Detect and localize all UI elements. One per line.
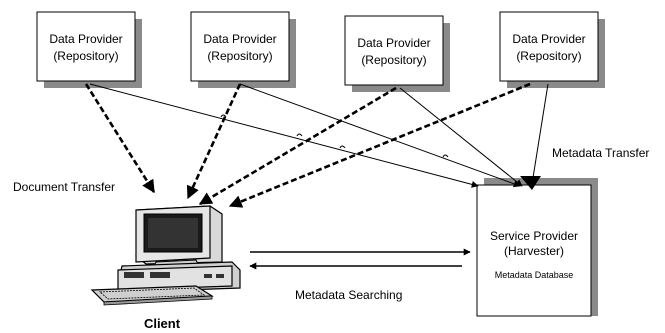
document-transfer-label: Document Transfer [13, 180, 115, 194]
data-provider-3: Data Provider (Repository) [344, 15, 450, 92]
data-provider-4-subtitle: (Repository) [516, 49, 581, 63]
data-provider-2-subtitle: (Repository) [207, 49, 272, 63]
service-provider-subtitle: (Harvester) [504, 244, 564, 258]
line-hop [442, 154, 449, 158]
data-provider-2: Data Provider (Repository) [190, 11, 296, 88]
metadata-transfer-arrows [89, 83, 549, 190]
metadata-searching-arrows [249, 248, 471, 270]
metadata-transfer-arrow-4 [531, 83, 549, 185]
metadata-transfer-arrow-2 [239, 83, 521, 188]
data-provider-2-title: Data Provider [203, 32, 276, 46]
service-provider: Service Provider (Harvester) Metadata Da… [476, 178, 598, 317]
line-hop [296, 133, 303, 137]
service-provider-title: Service Provider [490, 229, 578, 243]
metadata-database-label: Metadata Database [495, 270, 574, 280]
data-provider-1-subtitle: (Repository) [53, 49, 118, 63]
document-transfer-arrows [84, 82, 531, 208]
data-provider-3-title: Data Provider [357, 36, 430, 50]
data-provider-4-title: Data Provider [512, 32, 585, 46]
data-provider-4: Data Provider (Repository) [499, 11, 605, 88]
metadata-transfer-arrow-1 [89, 83, 479, 188]
document-transfer-arrow-3 [198, 86, 397, 206]
data-provider-1-title: Data Provider [49, 32, 122, 46]
data-provider-1: Data Provider (Repository) [36, 11, 142, 88]
client-label: Client [144, 316, 181, 331]
line-hop [220, 114, 227, 118]
metadata-transfer-arrow-3 [399, 87, 523, 187]
client-computer-icon [90, 205, 241, 306]
data-provider-3-subtitle: (Repository) [361, 53, 426, 67]
document-transfer-arrow-2 [186, 83, 242, 200]
metadata-arrowhead [520, 176, 541, 190]
metadata-searching-label: Metadata Searching [295, 288, 402, 302]
metadata-transfer-label: Metadata Transfer [552, 146, 649, 160]
line-hop [339, 145, 346, 149]
document-transfer-arrow-1 [84, 83, 156, 194]
